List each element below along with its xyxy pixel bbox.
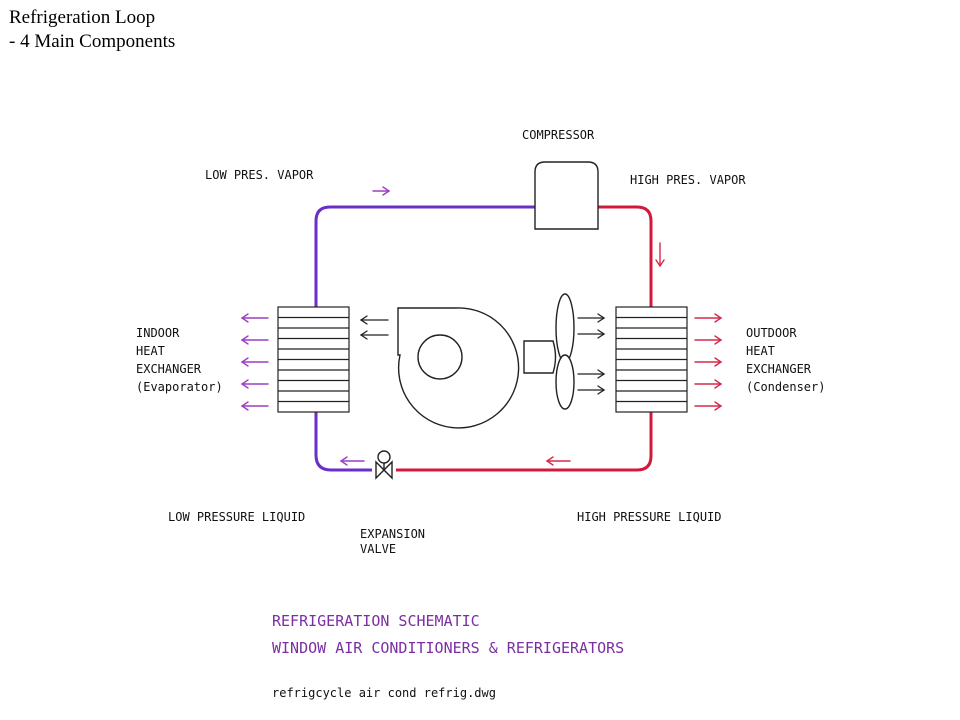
slide-title: Refrigeration Loop - 4 Main Components — [9, 6, 175, 54]
arrow-low-vapor — [372, 186, 391, 196]
slide-title-line-2: - 4 Main Components — [9, 31, 176, 52]
label-indoor-4: (Evaporator) — [136, 380, 223, 394]
label-high-pressure-liquid: HIGH PRESSURE LIQUID — [577, 510, 722, 524]
caption-subtitle: WINDOW AIR CONDITIONERS & REFRIGERATORS — [272, 639, 624, 657]
flow-arrows — [339, 186, 665, 466]
high-pressure-liquid-line — [396, 412, 653, 472]
label-compressor: COMPRESSOR — [522, 128, 595, 142]
label-low-pres-vapor: LOW PRES. VAPOR — [205, 168, 314, 182]
high-pressure-vapor-line — [598, 205, 653, 307]
high-side-piping — [396, 205, 653, 472]
label-expansion-1: EXPANSION — [360, 527, 425, 541]
label-indoor-2: HEAT — [136, 344, 165, 358]
evaporator-coil — [277, 306, 350, 413]
slide-title-line-1: Refrigeration Loop — [9, 7, 156, 28]
condenser-fan — [523, 293, 575, 410]
expansion-valve — [375, 450, 393, 480]
label-expansion-2: VALVE — [360, 542, 396, 556]
arrow-high-liquid — [545, 456, 571, 466]
low-side-piping — [314, 205, 535, 472]
caption-filename: refrigcycle air cond refrig.dwg — [272, 686, 496, 700]
condenser-airflow — [694, 313, 723, 411]
label-low-pressure-liquid: LOW PRESSURE LIQUID — [168, 510, 305, 524]
blower-fan — [397, 307, 520, 429]
label-outdoor-4: (Condenser) — [746, 380, 825, 394]
condenser-coil — [615, 306, 688, 413]
evaporator-return-line — [314, 412, 372, 472]
compressor — [534, 161, 599, 230]
label-outdoor-2: HEAT — [746, 344, 775, 358]
arrow-high-vapor-down — [655, 242, 665, 268]
label-indoor-1: INDOOR — [136, 326, 180, 340]
label-outdoor-3: EXCHANGER — [746, 362, 812, 376]
label-outdoor-1: OUTDOOR — [746, 326, 797, 340]
label-high-pres-vapor: HIGH PRES. VAPOR — [630, 173, 746, 187]
low-pressure-vapor-line — [314, 205, 535, 307]
evaporator-airflow — [240, 313, 269, 411]
fan-airflow — [577, 313, 606, 395]
label-indoor-3: EXCHANGER — [136, 362, 202, 376]
blower-airflow — [359, 315, 389, 340]
caption-title: REFRIGERATION SCHEMATIC — [272, 612, 480, 630]
arrow-low-liquid — [339, 456, 365, 466]
